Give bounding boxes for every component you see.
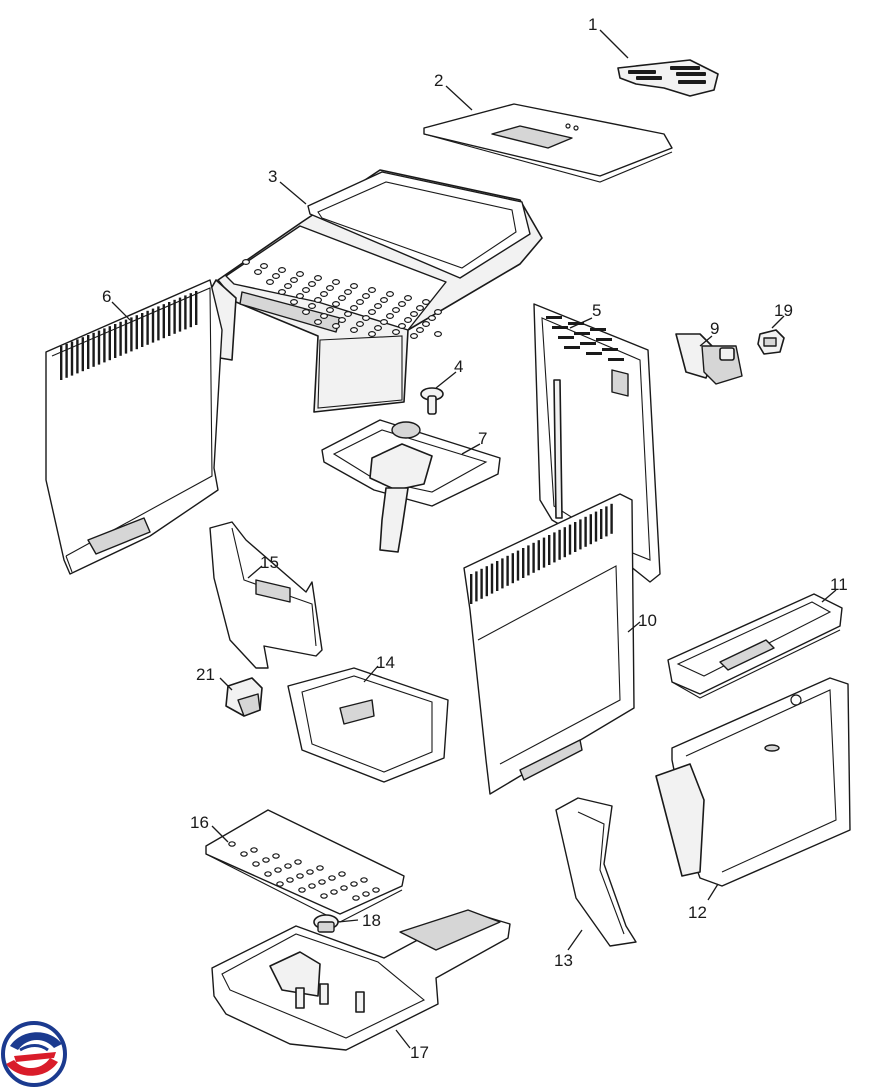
part-13-side-trim [555, 797, 637, 947]
part-6-left-panel [45, 279, 223, 575]
label-part-10: 10 [638, 611, 657, 630]
label-part-16: 16 [190, 813, 209, 832]
part-15-front-trim [209, 521, 323, 669]
part-11-drip-tray-top [667, 593, 843, 699]
part-9-connector [675, 333, 743, 385]
vent-slots [470, 503, 613, 604]
part-10-front-panel [463, 493, 635, 795]
part-12-water-tank [655, 677, 851, 887]
label-part-17: 17 [410, 1043, 429, 1062]
label-part-9: 9 [710, 319, 719, 338]
label-part-18: 18 [362, 911, 381, 930]
label-part-14: 14 [376, 653, 395, 672]
label-part-6: 6 [102, 287, 111, 306]
part-21-bracket [225, 677, 263, 717]
label-part-4: 4 [454, 357, 463, 376]
perforation-grid [228, 841, 380, 901]
label-part-15: 15 [260, 553, 279, 572]
part-14-grounds-container [287, 667, 449, 783]
part-17-drip-tray [211, 909, 511, 1051]
part-16-cup-grid [205, 809, 405, 923]
label-part-1: 1 [588, 15, 597, 34]
part-19-clip [757, 329, 785, 355]
label-part-2: 2 [434, 71, 443, 90]
brand-logo-icon [1, 1021, 67, 1087]
part-18-float [313, 914, 339, 933]
part-labels: 1 2 3 4 5 6 7 9 10 11 12 13 14 15 16 17 … [102, 15, 848, 1062]
label-part-5: 5 [592, 301, 601, 320]
vent-slots [60, 291, 198, 380]
label-part-21: 21 [196, 665, 215, 684]
part-3-top-cover [207, 169, 543, 413]
vent-slots [546, 316, 624, 361]
label-part-13: 13 [554, 951, 573, 970]
label-part-19: 19 [774, 301, 793, 320]
perforation-grid [242, 259, 443, 340]
part-4-knob [420, 387, 444, 415]
label-part-11: 11 [830, 575, 848, 594]
part-1-drip-grate [617, 59, 719, 97]
label-part-7: 7 [478, 429, 487, 448]
label-part-3: 3 [268, 167, 277, 186]
part-7-funnel [321, 419, 501, 553]
label-part-12: 12 [688, 903, 707, 922]
leader-lines [111, 29, 837, 1049]
part-2-lid-plate [423, 103, 673, 183]
